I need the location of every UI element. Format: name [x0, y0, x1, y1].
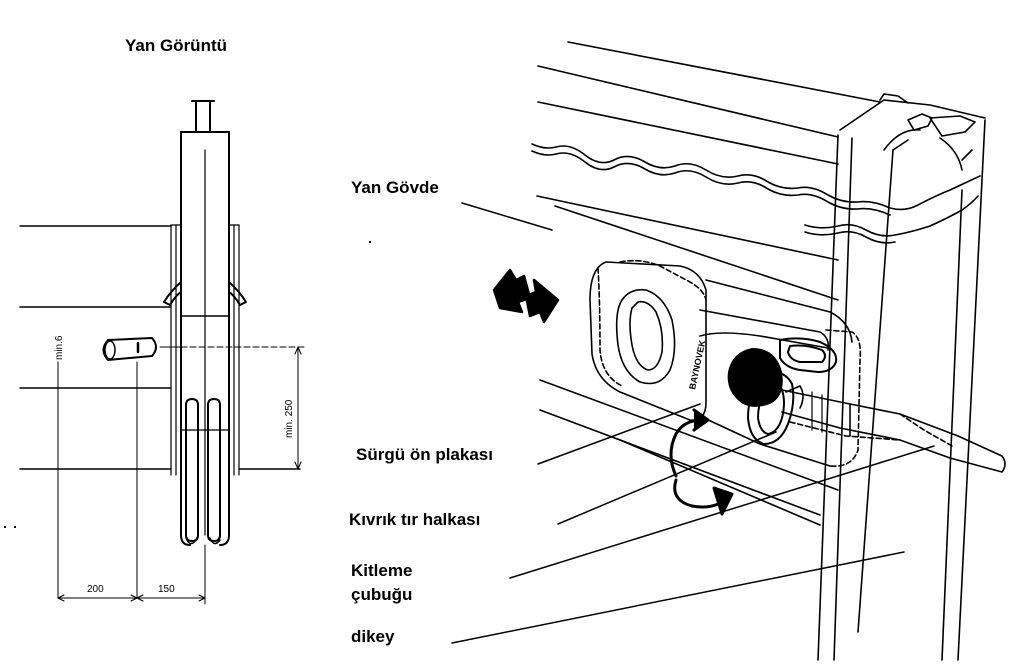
dimension-min-height: [180, 346, 305, 470]
label-locking-bar-line2: çubuğu: [351, 585, 412, 604]
lock-housing: [699, 329, 862, 467]
break-line-top: [531, 143, 981, 216]
trailer-body-lines: [536, 41, 881, 526]
side-view-post: [163, 131, 247, 546]
side-view-prongs: [185, 398, 221, 545]
dimension-left-vertical-label: min.6: [54, 335, 65, 360]
double-arrow-icon: [492, 268, 560, 324]
side-view-key-icon: [102, 337, 182, 361]
side-view: Yan Görüntü: [4, 36, 371, 605]
rotation-arrow-icon-upper: [669, 408, 710, 478]
label-curly-truck-ring: Kıvrık tır halkası: [349, 510, 480, 529]
dimension-min-height-label: min. 250: [284, 399, 295, 438]
label-vertical: dikey: [351, 627, 395, 646]
label-locking-bar-line1: Kitleme: [351, 561, 412, 580]
side-view-top-cap: [180, 100, 230, 133]
side-view-title: Yan Görüntü: [125, 36, 227, 55]
dimension-left-vertical: [57, 361, 206, 605]
stray-marks: [4, 241, 371, 528]
dimension-bottom: [57, 594, 206, 602]
locking-bar: [781, 385, 1006, 473]
dimension-right-value: 150: [158, 584, 175, 595]
break-line-post: [804, 195, 979, 244]
label-side-body: Yan Gövde: [351, 178, 439, 197]
lock-cylinder-dark: [727, 348, 783, 407]
label-bolt-front-plate: Sürgü ön plakası: [356, 445, 493, 464]
vertical-post: [817, 93, 986, 661]
rotation-arrow-icon-lower: [673, 478, 734, 516]
side-view-reference-lines: [19, 225, 301, 470]
perspective-view: BAYNOVEK: [349, 41, 1006, 661]
curly-truck-ring: [747, 337, 838, 445]
dimension-left-value: 200: [87, 584, 104, 595]
leader-lines: [451, 202, 935, 644]
brand-mark: BAYNOVEK: [687, 339, 707, 391]
